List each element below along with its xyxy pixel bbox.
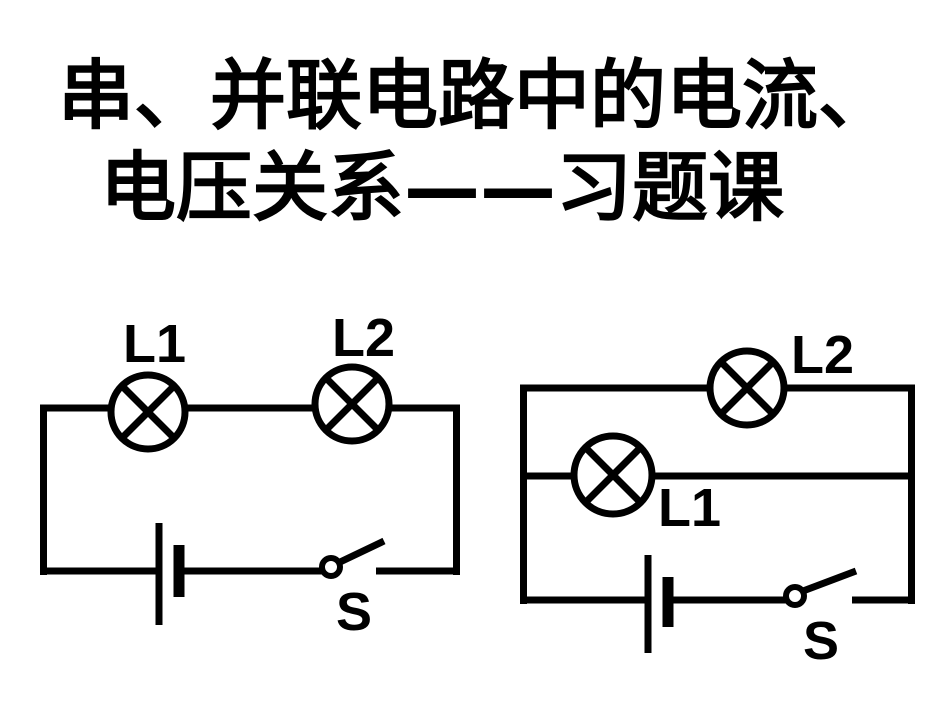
series-wires [40,404,460,575]
series-lamp1-label: L1 [123,314,186,374]
series-lamp-l2 [311,363,393,445]
series-lamp-l1 [107,371,189,453]
series-circuit: L1 L2 S [40,308,460,642]
title-line-2: 电压关系——习题课 [100,143,784,232]
parallel-lamp-l1 [570,432,656,518]
parallel-lamp2-label: L2 [791,325,854,385]
series-lamp2-label: L2 [332,308,395,368]
page-title: 串、并联电路中的电流、 电压关系——习题课 [0,50,950,234]
parallel-switch-label: S [803,611,839,671]
parallel-battery [644,555,674,653]
series-battery [155,523,185,625]
title-line-1: 串、并联电路中的电流、 [58,51,894,140]
series-switch [319,537,386,579]
parallel-switch [783,567,858,608]
series-switch-label: S [336,582,372,642]
parallel-lamp1-label: L1 [658,478,721,538]
parallel-lamp-l2 [706,347,788,429]
parallel-circuit: L2 L1 S [520,325,915,671]
